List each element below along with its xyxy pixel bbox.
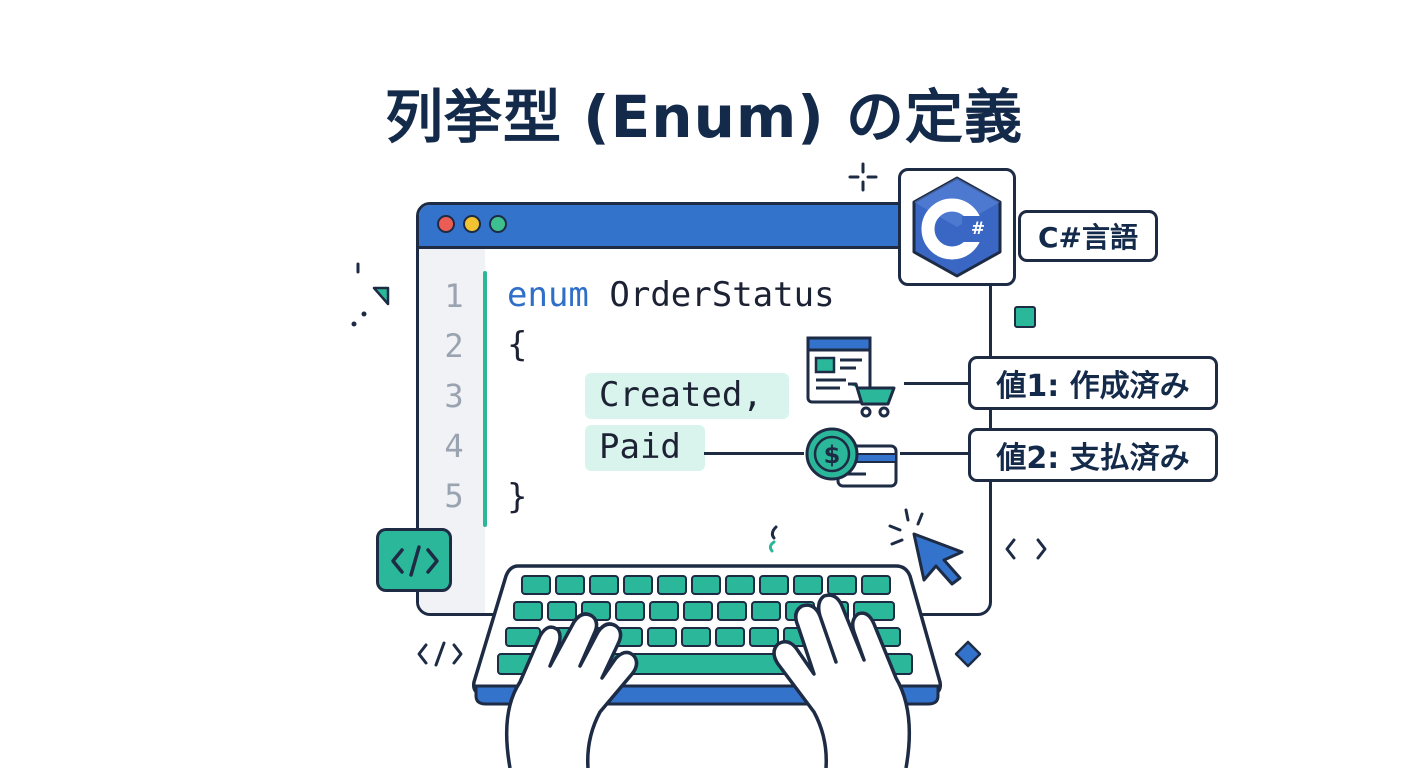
diamond-icon	[954, 640, 982, 668]
line-number: 3	[444, 377, 464, 415]
line-number: 1	[444, 277, 464, 315]
confetti-icon	[351, 262, 390, 327]
code-tag-small-icon	[417, 641, 463, 667]
right-hand	[772, 593, 912, 768]
csharp-logo-icon: #	[912, 176, 1002, 278]
left-hand	[504, 612, 639, 768]
code-line-enum-declaration: enum OrderStatus	[507, 275, 835, 315]
csharp-logo-symbol: #	[971, 219, 985, 239]
shopping-cart-icon	[806, 336, 896, 418]
line-number: 2	[444, 327, 464, 365]
value1-highlight	[585, 373, 789, 419]
code-type-name: OrderStatus	[609, 275, 835, 315]
code-keyword: enum	[507, 275, 589, 315]
value2-source-line	[704, 452, 804, 455]
code-enum-value-paid: Paid	[599, 427, 681, 467]
line-number: 5	[444, 477, 464, 515]
code-enum-value-created: Created,	[599, 375, 763, 415]
value1-label: 値1: 作成済み	[968, 356, 1218, 410]
dollar-sign-glyph: $	[824, 441, 841, 469]
value2-highlight	[585, 425, 705, 471]
code-open-brace: {	[507, 325, 528, 365]
language-label: C#言語	[1018, 210, 1158, 262]
editor-title-bar	[419, 205, 989, 249]
keyboard-icon	[471, 564, 943, 768]
gutter-accent-line	[483, 271, 487, 527]
sparkle-icon	[848, 162, 878, 192]
page-title: 列挙型 (Enum) の定義	[384, 83, 1024, 151]
code-brackets-icon	[1005, 538, 1047, 560]
value2-label: 値2: 支払済み	[968, 428, 1218, 482]
dollar-coin-icon: $	[805, 427, 898, 488]
close-window-dot[interactable]	[437, 215, 455, 233]
code-editor-window: 1 2 3 4 5 enum OrderStatus { Created, Pa…	[416, 202, 992, 616]
maximize-window-dot[interactable]	[489, 215, 507, 233]
value2-connector-line	[900, 452, 970, 455]
mouse-cursor-icon	[888, 508, 964, 586]
decor-square	[1014, 306, 1036, 328]
minimize-window-dot[interactable]	[463, 215, 481, 233]
value1-connector-line	[904, 382, 970, 385]
sparkle-small-icon	[768, 525, 778, 553]
line-number: 4	[444, 427, 464, 465]
code-tag-icon	[391, 545, 439, 577]
code-close-brace: }	[507, 477, 528, 517]
